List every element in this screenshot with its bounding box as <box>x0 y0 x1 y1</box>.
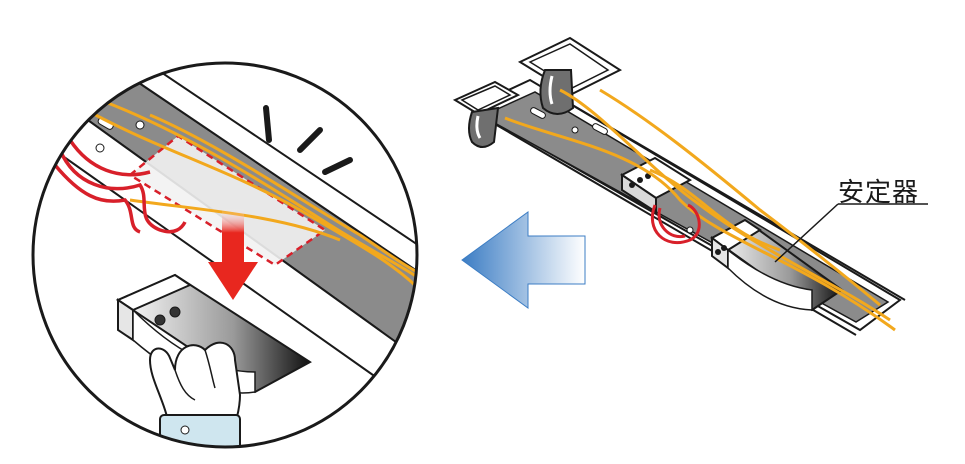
impact-lines-icon <box>263 105 353 175</box>
light-fixture <box>452 36 928 336</box>
magnified-view <box>31 61 419 449</box>
arrow-left-icon <box>461 211 586 309</box>
ballast-label: 安定器 <box>838 178 920 208</box>
lamp-socket-right <box>517 36 623 115</box>
arrow-down-icon <box>208 208 258 300</box>
callout-leader <box>774 203 839 263</box>
sleeve <box>159 414 241 447</box>
red-wire <box>650 203 701 245</box>
magnifier-ring <box>31 61 419 449</box>
lamp-socket-left <box>452 80 521 148</box>
